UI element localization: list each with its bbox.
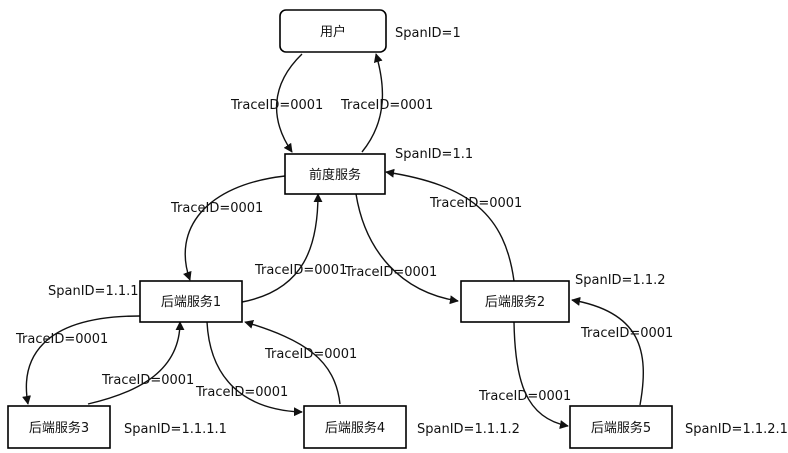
- span-id-backend4: SpanID=1.1.1.2: [417, 422, 520, 437]
- node-backend2-label: 后端服务2: [485, 294, 545, 310]
- edge-label-backend2-to-frontend: TraceID=0001: [429, 196, 522, 211]
- span-id-backend5: SpanID=1.1.2.1: [685, 422, 788, 437]
- edge-frontend-to-backend2: [355, 193, 459, 305]
- edge-backend2-to-backend5: [513, 321, 569, 429]
- node-backend3-label: 后端服务3: [29, 420, 89, 436]
- span-id-backend1: SpanID=1.1.1: [48, 284, 139, 299]
- node-backend2: 后端服务2: [460, 280, 570, 323]
- span-id-frontend: SpanID=1.1: [395, 147, 473, 162]
- node-user-label: 用户: [320, 24, 346, 40]
- edge-backend2-to-frontend: [385, 168, 515, 282]
- edge-label-frontend-to-backend1: TraceID=0001: [170, 201, 263, 216]
- span-id-backend3: SpanID=1.1.1.1: [124, 422, 227, 437]
- edge-frontend-to-backend1: [183, 175, 286, 281]
- edge-backend5-to-backend2: [571, 296, 644, 406]
- node-user: 用户: [279, 9, 387, 53]
- edge-backend1-to-backend4: [206, 321, 303, 417]
- edge-user-to-frontend: [275, 53, 303, 153]
- node-frontend: 前度服务: [284, 153, 386, 195]
- edge-label-user-to-frontend: TraceID=0001: [230, 98, 323, 113]
- node-backend4-label: 后端服务4: [325, 420, 385, 436]
- edge-label-backend5-to-backend2: TraceID=0001: [580, 326, 673, 341]
- edge-backend3-to-backend1: [87, 321, 185, 405]
- edge-label-backend1-to-backend4: TraceID=0001: [195, 385, 288, 400]
- edge-label-frontend-to-user: TraceID=0001: [340, 98, 433, 113]
- span-id-backend2: SpanID=1.1.2: [575, 273, 666, 288]
- edge-backend1-to-frontend: [241, 193, 323, 303]
- edge-backend4-to-backend1: [244, 320, 341, 405]
- node-backend5-label: 后端服务5: [591, 420, 651, 436]
- node-backend3: 后端服务3: [7, 405, 111, 449]
- edge-label-backend1-to-frontend: TraceID=0001: [254, 263, 347, 278]
- edge-label-frontend-to-backend2: TraceID=0001: [344, 265, 437, 280]
- edge-label-backend1-to-backend3: TraceID=0001: [15, 332, 108, 347]
- node-backend1-label: 后端服务1: [161, 294, 221, 310]
- span-id-user: SpanID=1: [395, 26, 461, 41]
- node-frontend-label: 前度服务: [309, 167, 361, 183]
- edge-label-backend2-to-backend5: TraceID=0001: [478, 389, 571, 404]
- node-backend5: 后端服务5: [569, 405, 673, 449]
- node-backend4: 后端服务4: [303, 405, 407, 449]
- edge-label-backend4-to-backend1: TraceID=0001: [264, 347, 357, 362]
- node-backend1: 后端服务1: [139, 280, 243, 323]
- edge-frontend-to-user: [361, 53, 384, 153]
- edge-backend1-to-backend3: [22, 315, 141, 405]
- edge-label-backend3-to-backend1: TraceID=0001: [101, 373, 194, 388]
